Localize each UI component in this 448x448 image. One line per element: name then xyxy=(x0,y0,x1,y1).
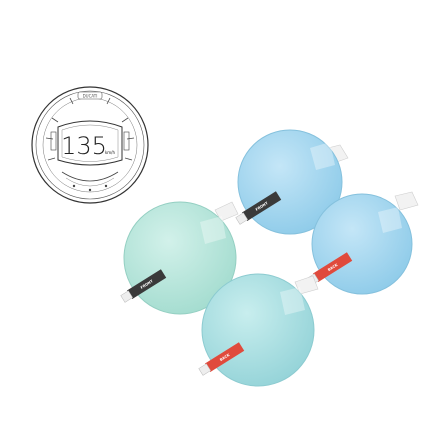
film-tab-text: BACK xyxy=(327,263,339,272)
film-teal-bottom: BACK xyxy=(198,273,319,387)
film-green-left: FRONT xyxy=(120,201,239,315)
gauge-brand: DUCATI xyxy=(83,93,98,98)
film-label-tab: FRONT xyxy=(235,191,282,225)
gauge-speed-readout: 135 xyxy=(61,132,107,160)
film-tab-text: FRONT xyxy=(140,279,154,290)
film-label-tab: BACK xyxy=(198,342,245,376)
film-label-tab: FRONT xyxy=(120,269,167,303)
film-tab-text: BACK xyxy=(219,353,231,362)
film-blue-top: FRONT xyxy=(235,129,349,235)
film-pull-tab xyxy=(294,275,319,295)
gauge-unit: km/h xyxy=(105,150,116,155)
film-tab-text: FRONT xyxy=(255,201,269,212)
speedometer-drawing: DUCATI 135 km/h xyxy=(31,86,149,204)
film-blue-right: BACK xyxy=(306,191,419,295)
film-pull-tab xyxy=(394,191,419,211)
